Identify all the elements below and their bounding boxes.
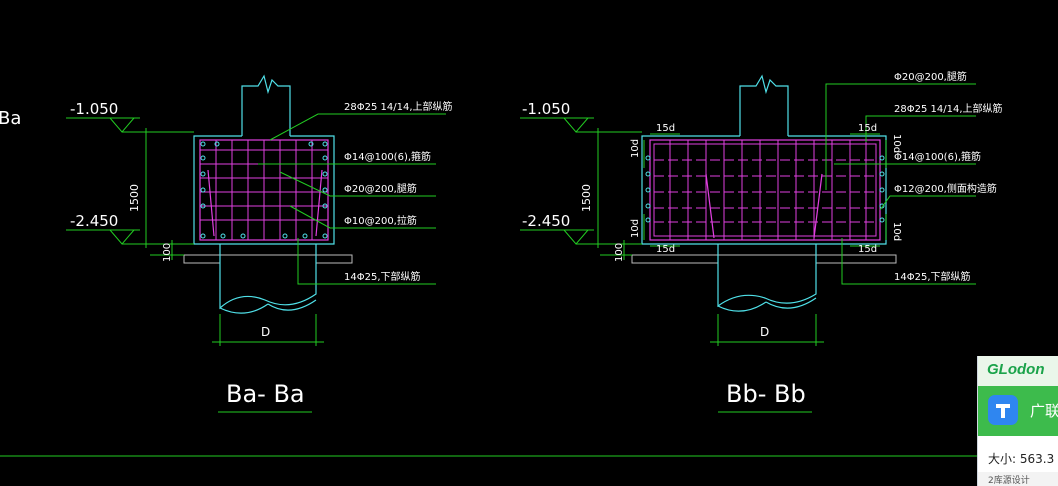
dim-bottom: 100 [162, 243, 173, 262]
section-title: Ba- Ba [226, 380, 305, 408]
pile-break [219, 303, 269, 314]
column-outline [739, 74, 789, 136]
leader-lines [258, 113, 446, 285]
dim-height: 1500 [128, 184, 141, 212]
popup-footer: 2库源设计 [978, 472, 1058, 486]
pile-outline [717, 244, 817, 308]
beam-outline [193, 135, 335, 245]
note-bottom-bars: 14Φ25,下部纵筋 [894, 270, 971, 283]
dim-10d-right-bottom: 10d [891, 222, 902, 241]
dim-height: 1500 [580, 184, 593, 212]
leg-bar [315, 169, 323, 237]
app-row[interactable]: 广联 [978, 386, 1058, 436]
dim-15d-bottom-left: 15d [656, 244, 675, 255]
dim-10d-left-top: 10d [630, 139, 641, 158]
dim-15d-top-left: 15d [656, 123, 675, 134]
dim-width-lines [710, 314, 824, 346]
dim-bottom: 100 [614, 243, 625, 262]
dim-width: D [261, 325, 270, 339]
detail-dims [643, 133, 887, 247]
dim-15d-top-right: 15d [858, 123, 877, 134]
note-top-bars: 28Φ25 14/14,上部纵筋 [344, 100, 453, 113]
leg-bar [813, 173, 823, 239]
note-stirrup: Φ14@100(6),箍筋 [344, 150, 431, 163]
dim-15d-bottom-right: 15d [858, 244, 877, 255]
dim-10d-right-top: 10d [891, 134, 902, 153]
pile-outline [219, 244, 317, 310]
elevation-marks [66, 117, 194, 260]
stirrup-inner [653, 143, 877, 237]
partial-section-label: Ba [0, 108, 21, 129]
app-icon [988, 395, 1018, 425]
note-stirrup: Φ14@100(6),箍筋 [894, 150, 981, 163]
section-bb: 15d 15d 15d 15d 10d 10d 10d 10d -1.050 -… [520, 70, 1003, 413]
note-leg-bars: Φ20@200,腿筋 [344, 182, 417, 195]
download-popup[interactable]: GLodon 广联 大小: 563.3 2库源设计 [977, 356, 1058, 486]
note-leg-bars: Φ20@200,腿筋 [894, 70, 967, 83]
stirrup-legs [669, 140, 867, 240]
section-title: Bb- Bb [726, 380, 806, 408]
dim-10d-left-bottom: 10d [630, 219, 641, 238]
cushion-right [815, 254, 897, 264]
note-side-bars: Φ12@200,侧面构造筋 [894, 182, 997, 195]
rebar-dots [200, 141, 328, 239]
dim-width: D [760, 325, 769, 339]
pile-break [717, 301, 767, 312]
size-row: 大小: 563.3 [978, 436, 1058, 472]
leg-bar [705, 173, 715, 239]
leg-bar [207, 169, 215, 237]
dim-width-lines [212, 314, 324, 346]
brand-header: GLodon [978, 356, 1058, 386]
pile-break-2 [267, 299, 317, 311]
popup-footer-text: 2库源设计 [988, 476, 1030, 486]
note-tie-bars: Φ10@200,拉筋 [344, 214, 417, 227]
elevation-top: -1.050 [522, 100, 570, 118]
stirrup-outer [649, 139, 881, 241]
cushion-left [183, 254, 221, 264]
elevation-top: -1.050 [70, 100, 118, 118]
section-ba: -1.050 -2.450 1500 100 D 28Φ25 14/14,上部纵… [66, 74, 453, 413]
leader-lines [825, 83, 976, 285]
rebar-dots [645, 155, 885, 223]
brand-logo: GLodon [987, 361, 1045, 378]
side-bars [654, 159, 876, 223]
app-name: 广联 [1030, 402, 1058, 420]
cushion-left [631, 254, 719, 264]
note-bottom-bars: 14Φ25,下部纵筋 [344, 270, 421, 283]
beam-outline [641, 135, 887, 245]
elevation-bottom: -2.450 [522, 212, 570, 230]
elevation-marks [520, 117, 642, 260]
note-top-bars: 28Φ25 14/14,上部纵筋 [894, 102, 1003, 115]
column-outline [241, 74, 291, 136]
file-size-label: 大小: 563.3 [988, 452, 1055, 466]
cushion-right [315, 254, 353, 264]
pile-break-2 [765, 297, 817, 309]
elevation-bottom: -2.450 [70, 212, 118, 230]
